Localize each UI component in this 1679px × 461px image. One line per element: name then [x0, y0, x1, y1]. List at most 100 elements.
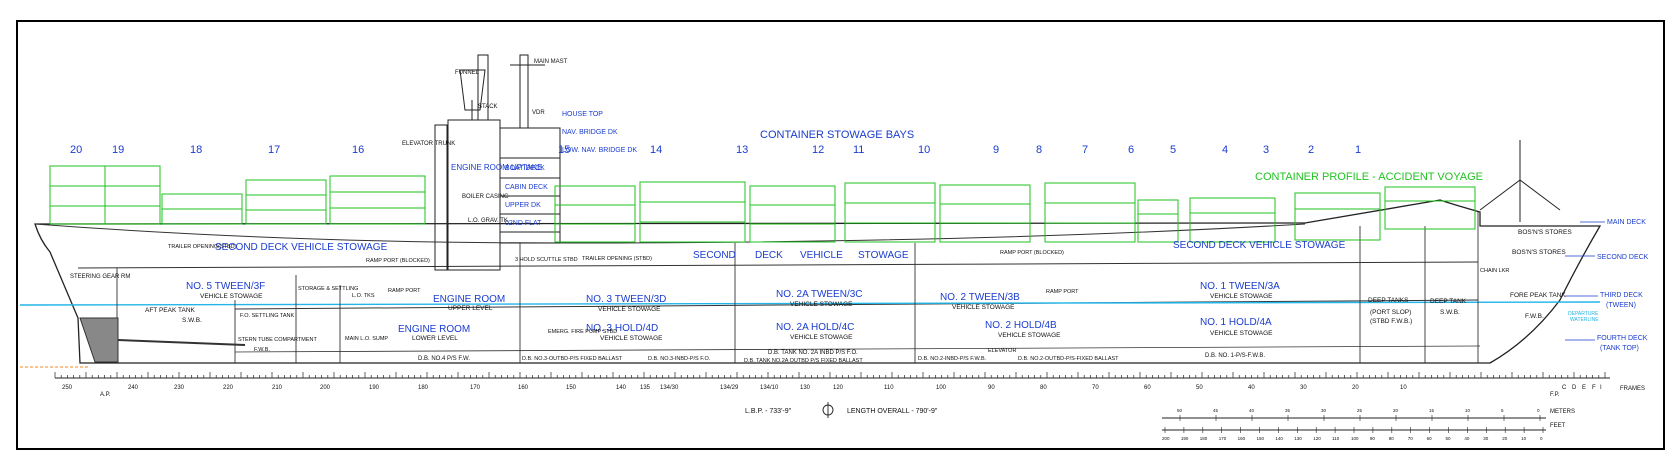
frame-number: 80	[1040, 385, 1047, 391]
frame-number: 250	[62, 385, 73, 391]
er-upper-label: ENGINE ROOM	[433, 294, 505, 305]
frame-letter: D	[1572, 385, 1577, 391]
container-stowage-title: CONTAINER STOWAGE BAYS	[760, 129, 914, 141]
meter-tick-label: 35	[1285, 408, 1291, 413]
frame-number: 135	[640, 385, 651, 391]
meter-tick-label: 15	[1429, 408, 1435, 413]
emerg-pump-label: EMERG. FIRE PUMP STBD	[548, 329, 617, 335]
frames-label: FRAMES	[1620, 386, 1645, 392]
lo-tks-label: L.O. TKS	[352, 293, 375, 299]
stern-tube-sub: F.W.B.	[254, 347, 270, 353]
fp-label: F.P.	[1550, 392, 1560, 398]
db-no4-label: D.B. NO.4 P/S F.W.	[418, 356, 470, 362]
bay-number: 1	[1355, 144, 1361, 156]
feet-tick-label: 30	[1483, 436, 1489, 441]
frame-number: 140	[616, 385, 627, 391]
frame-letter: I	[1600, 385, 1602, 391]
boat-deck-label: BOAT DECK	[505, 165, 545, 172]
meter-tick-label: 45	[1213, 408, 1219, 413]
deep-tanks-sub1: (PORT SLOP)	[1370, 309, 1411, 316]
bay-number: 13	[736, 144, 748, 156]
bay-number: 3	[1263, 144, 1269, 156]
boiler-casing-label: BOILER CASING	[462, 194, 509, 200]
frame-number: 100	[936, 385, 947, 391]
tween-3f-label: NO. 5 TWEEN/3F	[186, 281, 265, 292]
deep-tank-sub: S.W.B.	[1440, 309, 1460, 316]
feet-tick-label: 50	[1446, 436, 1452, 441]
bosns-stores-2-label: BOS'N'S STORES	[1512, 249, 1566, 256]
bay-number: 17	[268, 144, 280, 156]
shaft	[117, 339, 246, 346]
tween-3c-label: NO. 2A TWEEN/3C	[776, 289, 863, 300]
feet-tick-label: 190	[1181, 436, 1189, 441]
bow-mast	[1479, 140, 1561, 222]
feet-tick-label: 20	[1502, 436, 1508, 441]
elevator-label: ELEVATOR	[988, 348, 1016, 354]
fore-peak-label: FORE PEAK TANK	[1510, 292, 1566, 299]
frame-number: 10	[1400, 385, 1407, 391]
metric-scale-ticks	[1164, 415, 1544, 433]
hold-4c-sub: VEHICLE STOWAGE	[790, 334, 853, 341]
second-deck-right-label: SECOND DECK	[1597, 254, 1649, 261]
funnel-label: FUNNEL	[455, 70, 480, 76]
third-deck-label: THIRD DECK	[1600, 292, 1643, 299]
feet-tick-label: 0	[1540, 436, 1543, 441]
hold-4b-label: NO. 2 HOLD/4B	[985, 320, 1057, 331]
hold-4a-label: NO. 1 HOLD/4A	[1200, 317, 1272, 328]
bay-number: 15	[558, 144, 570, 156]
second-deck-aft-label: SECOND DECK VEHICLE STOWAGE	[215, 242, 388, 253]
frame-number: 150	[566, 385, 577, 391]
hold-4d-label: NO. 3 HOLD/4D	[586, 323, 658, 334]
bay-number: 12	[812, 144, 824, 156]
feet-tick-label: 180	[1200, 436, 1208, 441]
frame-number: 240	[128, 385, 139, 391]
frame-number: 134/29	[720, 385, 739, 391]
frame-number: 130	[800, 385, 811, 391]
low-nav-bridge-label: LOW. NAV. BRIDGE DK	[562, 147, 637, 154]
deck-pointers	[1565, 221, 1605, 341]
frame-number: 134/30	[660, 385, 679, 391]
frame-letter: E	[1582, 385, 1586, 391]
second-deck-fwd-label: SECOND DECK VEHICLE STOWAGE	[1173, 240, 1346, 251]
er-lower-label: ENGINE ROOM	[398, 324, 470, 335]
feet-tick-label: 130	[1294, 436, 1302, 441]
main-lo-sump-label: MAIN L.O. SUMP	[345, 336, 388, 342]
fourth-deck-label: FOURTH DECK	[1597, 335, 1648, 342]
frame-number: 50	[1196, 385, 1203, 391]
second-deck-mid-1: SECOND	[693, 250, 736, 261]
frame-number: 40	[1248, 385, 1255, 391]
02nd-flat-label: 02ND FLAT	[505, 220, 542, 227]
db-line	[234, 345, 1481, 353]
container-profile-label: CONTAINER PROFILE - ACCIDENT VOYAGE	[1255, 171, 1483, 183]
lbp-label: L.B.P. - 733'-9"	[745, 408, 792, 415]
bay-number: 18	[190, 144, 202, 156]
meter-tick-label: 40	[1249, 408, 1255, 413]
bay-number: 6	[1128, 144, 1134, 156]
frame-number: 30	[1300, 385, 1307, 391]
main-deck-label: MAIN DECK	[1607, 219, 1646, 226]
feet-tick-label: 200	[1162, 436, 1170, 441]
feet-tick-label: 160	[1238, 436, 1246, 441]
frame-number: 170	[470, 385, 481, 391]
deep-tanks-sub2: (STBD F.W.B.)	[1370, 318, 1412, 325]
tween-label: (TWEEN)	[1606, 302, 1636, 309]
meters-label: METERS	[1550, 409, 1575, 415]
db-2a-2-label: D.B. TANK NO.2A OUTBD P/S FIXED BALLAST	[744, 358, 863, 364]
hold-4a-sub: VEHICLE STOWAGE	[1210, 330, 1273, 337]
feet-tick-label: 10	[1521, 436, 1527, 441]
ap-label: A.P.	[100, 392, 111, 398]
stern-tube-label: STERN TUBE COMPARTMENT	[238, 337, 317, 343]
feet-tick-label: 140	[1275, 436, 1283, 441]
upper-dk-label: UPPER DK	[505, 202, 541, 209]
feet-tick-label: 170	[1219, 436, 1227, 441]
steering-gear-label: STEERING GEAR RM	[70, 274, 130, 280]
centerline-symbol	[822, 402, 834, 418]
er-upper-sub: UPPER LEVEL	[448, 305, 493, 312]
feet-tick-label: 110	[1332, 436, 1340, 441]
tween-3a-sub: VEHICLE STOWAGE	[1210, 293, 1273, 300]
tank-top-label: (TANK TOP)	[1600, 345, 1639, 352]
deep-tanks-label: DEEP TANKS	[1368, 297, 1409, 304]
